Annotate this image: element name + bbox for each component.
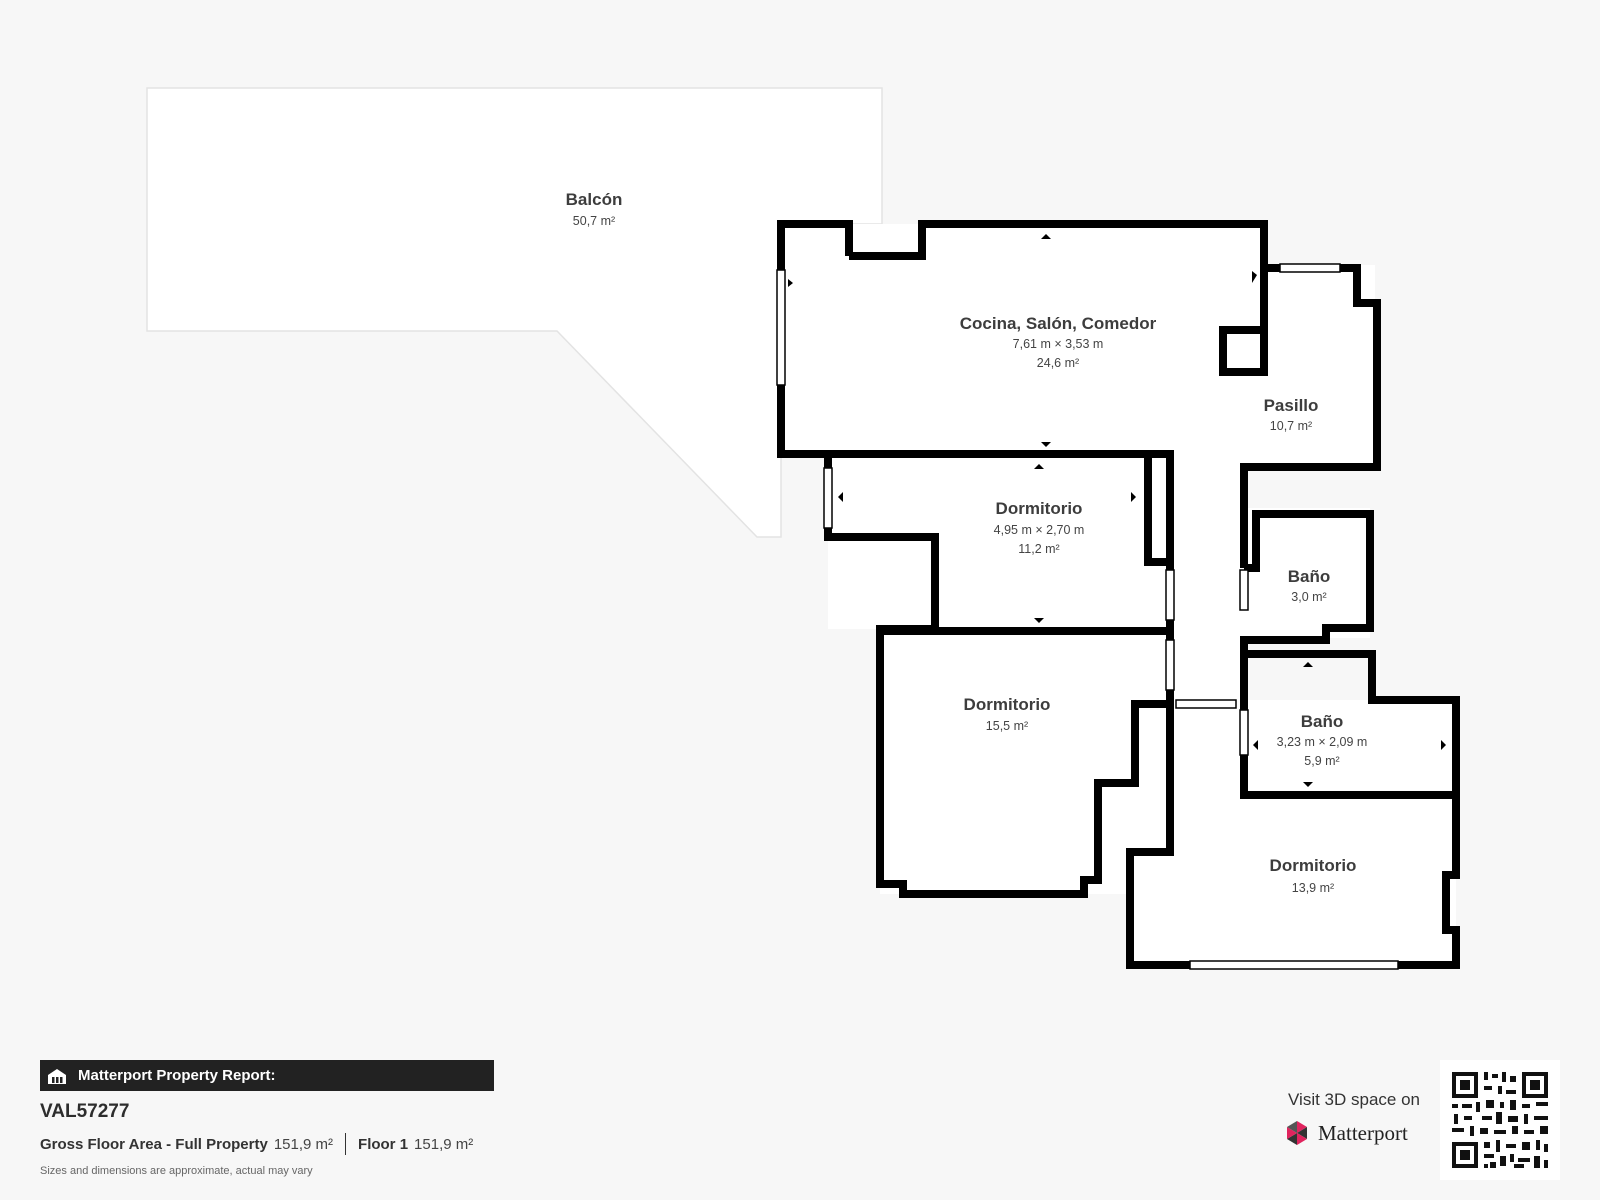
disclaimer: Sizes and dimensions are approximate, ac…: [40, 1165, 313, 1177]
room-name-bano1: Baño: [1288, 567, 1331, 586]
gross-area-value: 151,9 m²: [273, 1135, 334, 1153]
visit-3d-text: Visit 3D space on: [1288, 1090, 1420, 1109]
separator: [345, 1133, 347, 1155]
room-name-pasillo: Pasillo: [1264, 396, 1319, 415]
room-area-pasillo: 10,7 m²: [1270, 419, 1312, 433]
qr-code-icon[interactable]: [1440, 1060, 1560, 1180]
room-area-balcon: 50,7 m²: [573, 214, 615, 228]
room-dims-bano2: 3,23 m × 2,09 m: [1277, 735, 1368, 749]
area-summary: Gross Floor Area - Full Property 151,9 m…: [40, 1133, 473, 1155]
windows: [776, 263, 1399, 970]
home-icon: [48, 1068, 66, 1084]
room-name-balcon: Balcón: [566, 190, 623, 209]
dimension-markers: [788, 234, 1446, 787]
room-name-bano2: Baño: [1301, 712, 1344, 731]
room-name-cocina: Cocina, Salón, Comedor: [960, 314, 1157, 333]
room-name-dorm2: Dormitorio: [964, 695, 1051, 714]
room-area-dorm1: 11,2 m²: [1018, 542, 1059, 556]
floor-label: Floor 1: [358, 1135, 409, 1153]
room-area-dorm3: 13,9 m²: [1292, 881, 1334, 895]
matterport-logo-icon: [1287, 1121, 1307, 1145]
interior-floor: [781, 224, 1456, 965]
room-area-bano1: 3,0 m²: [1291, 590, 1326, 604]
gross-area-label: Gross Floor Area - Full Property: [40, 1135, 268, 1153]
floor-area-value: 151,9 m²: [414, 1135, 474, 1153]
brand-name: Matterport: [1318, 1120, 1408, 1145]
matterport-brand[interactable]: Matterport: [1282, 1118, 1408, 1148]
room-area-cocina: 24,6 m²: [1037, 356, 1079, 370]
room-area-bano2: 5,9 m²: [1304, 754, 1339, 768]
room-dims-cocina: 7,61 m × 3,53 m: [1013, 337, 1104, 351]
property-id: VAL57277: [40, 1101, 130, 1122]
room-area-dorm2: 15,5 m²: [986, 719, 1028, 733]
room-name-dorm3: Dormitorio: [1270, 856, 1357, 875]
room-dims-dorm1: 4,95 m × 2,70 m: [994, 523, 1085, 537]
room-name-dorm1: Dormitorio: [996, 499, 1083, 518]
report-header-bar: Matterport Property Report:: [40, 1060, 494, 1091]
balcony-floor: [146, 87, 883, 538]
report-title: Matterport Property Report:: [78, 1067, 276, 1084]
